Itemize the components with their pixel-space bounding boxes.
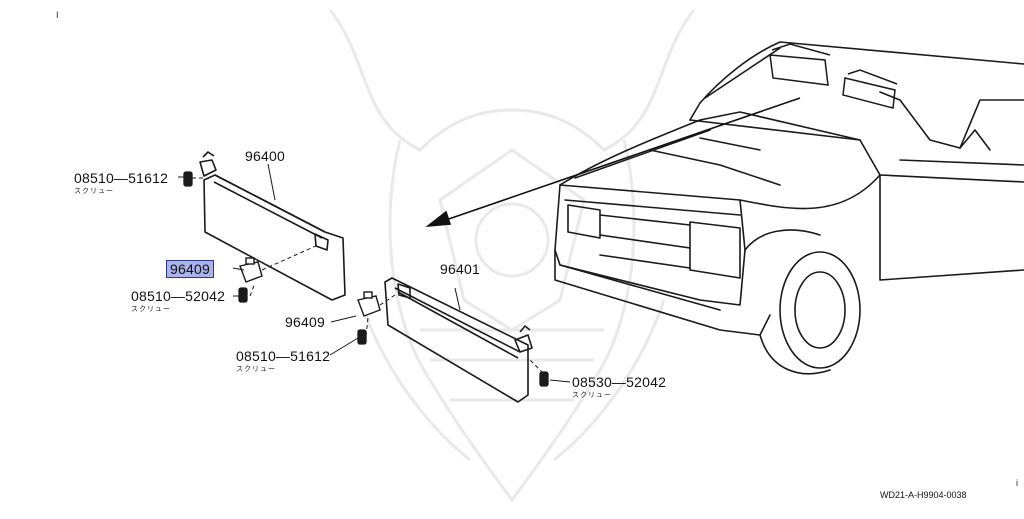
screw-label-center[interactable]: 08510—51612 (236, 348, 331, 364)
visor-holders (239, 257, 381, 317)
screw-sub-right: スクリュー (572, 391, 612, 399)
truck-illustration (554, 41, 1024, 375)
part-label-96409[interactable]: 96409 (285, 314, 325, 330)
sun-visor-left (199, 151, 346, 301)
screw-label-right[interactable]: 08530—52042 (572, 374, 667, 390)
reference-arrow (425, 97, 801, 228)
screw-sub-top-left: スクリュー (74, 187, 114, 195)
leader-lines (178, 163, 571, 383)
diagram-reference-code: WD21-A-H9904-0038 (880, 490, 967, 500)
watermark-emblem (328, 9, 696, 503)
screw-sub-mid-left: スクリュー (131, 305, 171, 313)
cab-visors (769, 43, 898, 109)
sun-visor-right (384, 277, 533, 403)
part-label-96409-highlighted[interactable]: 96409 (166, 260, 214, 278)
part-label-96401[interactable]: 96401 (440, 261, 480, 277)
dashed-connections (192, 177, 549, 379)
part-label-96400[interactable]: 96400 (245, 148, 285, 164)
corner-mark-bottom-right: i (1016, 478, 1018, 488)
screw-label-top-left[interactable]: 08510—51612 (74, 170, 169, 186)
corner-mark-top-left: I (56, 10, 59, 20)
screw-sub-center: スクリュー (236, 365, 276, 373)
screw-label-mid-left[interactable]: 08510—52042 (131, 288, 226, 304)
